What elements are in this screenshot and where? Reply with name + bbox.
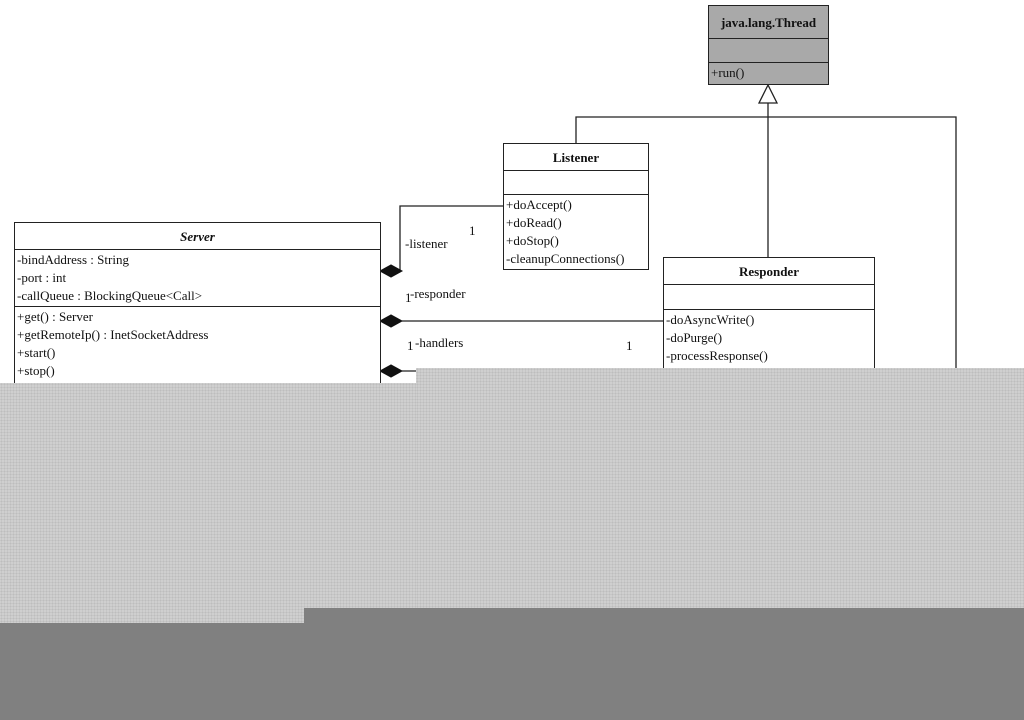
redacted-region-dark-left bbox=[0, 623, 304, 720]
responder-class-name: Responder bbox=[664, 258, 874, 285]
listener-class-name: Listener bbox=[504, 144, 648, 171]
redacted-region-light-left bbox=[0, 383, 416, 623]
responder-multiplicity: 1 bbox=[405, 290, 412, 305]
responder-attributes bbox=[664, 285, 874, 310]
handlers-multiplicity-right: 1 bbox=[626, 338, 633, 353]
listener-method: +doRead() bbox=[506, 215, 562, 230]
responder-role-label: -responder bbox=[410, 286, 466, 301]
server-class-name: Server bbox=[15, 223, 380, 250]
handlers-multiplicity-left: 1 bbox=[407, 338, 414, 353]
listener-attributes bbox=[504, 171, 648, 195]
listener-composition-diamond bbox=[378, 264, 404, 278]
thread-method: +run() bbox=[711, 65, 745, 80]
responder-composition-diamond bbox=[378, 314, 404, 328]
responder-methods: -doAsyncWrite() -doPurge() -processRespo… bbox=[664, 310, 874, 366]
listener-multiplicity: 1 bbox=[469, 223, 476, 238]
handlers-role-label: -handlers bbox=[415, 335, 464, 350]
server-method: +stop() bbox=[17, 363, 55, 378]
thread-class: java.lang.Thread +run() bbox=[708, 5, 829, 85]
listener-method: +doStop() bbox=[506, 233, 559, 248]
server-attribute: -callQueue : BlockingQueue<Call> bbox=[17, 288, 203, 303]
thread-attributes bbox=[709, 39, 828, 63]
redacted-region-light-upper bbox=[416, 368, 1024, 608]
listener-association-line bbox=[399, 205, 503, 271]
listener-methods: +doAccept() +doRead() +doStop() -cleanup… bbox=[504, 195, 648, 269]
listener-method: +doAccept() bbox=[506, 197, 572, 212]
redacted-region-dark-right bbox=[304, 608, 1024, 720]
thread-class-name: java.lang.Thread bbox=[709, 6, 828, 39]
server-attribute: -bindAddress : String bbox=[17, 252, 129, 267]
handlers-composition-diamond bbox=[378, 364, 404, 378]
responder-class: Responder -doAsyncWrite() -doPurge() -pr… bbox=[663, 257, 875, 387]
server-attribute: -port : int bbox=[17, 270, 67, 285]
responder-method: -doAsyncWrite() bbox=[666, 312, 755, 327]
right-inheritance-line bbox=[768, 116, 957, 372]
server-methods: +get() : Server +getRemoteIp() : InetSoc… bbox=[15, 307, 380, 381]
listener-class: Listener +doAccept() +doRead() +doStop()… bbox=[503, 143, 649, 270]
listener-inheritance-line bbox=[575, 116, 768, 143]
server-method: +getRemoteIp() : InetSocketAddress bbox=[17, 327, 209, 342]
responder-method: -doPurge() bbox=[666, 330, 723, 345]
listener-method: -cleanupConnections() bbox=[506, 251, 625, 266]
server-class: Server -bindAddress : String -port : int… bbox=[14, 222, 381, 392]
server-attributes: -bindAddress : String -port : int -callQ… bbox=[15, 250, 380, 307]
thread-methods: +run() bbox=[709, 63, 828, 83]
server-method: +get() : Server bbox=[17, 309, 93, 324]
responder-method: -processResponse() bbox=[666, 348, 768, 363]
listener-role-label: -listener bbox=[405, 236, 448, 251]
generalization-arrowhead bbox=[757, 83, 779, 104]
server-method: +start() bbox=[17, 345, 56, 360]
